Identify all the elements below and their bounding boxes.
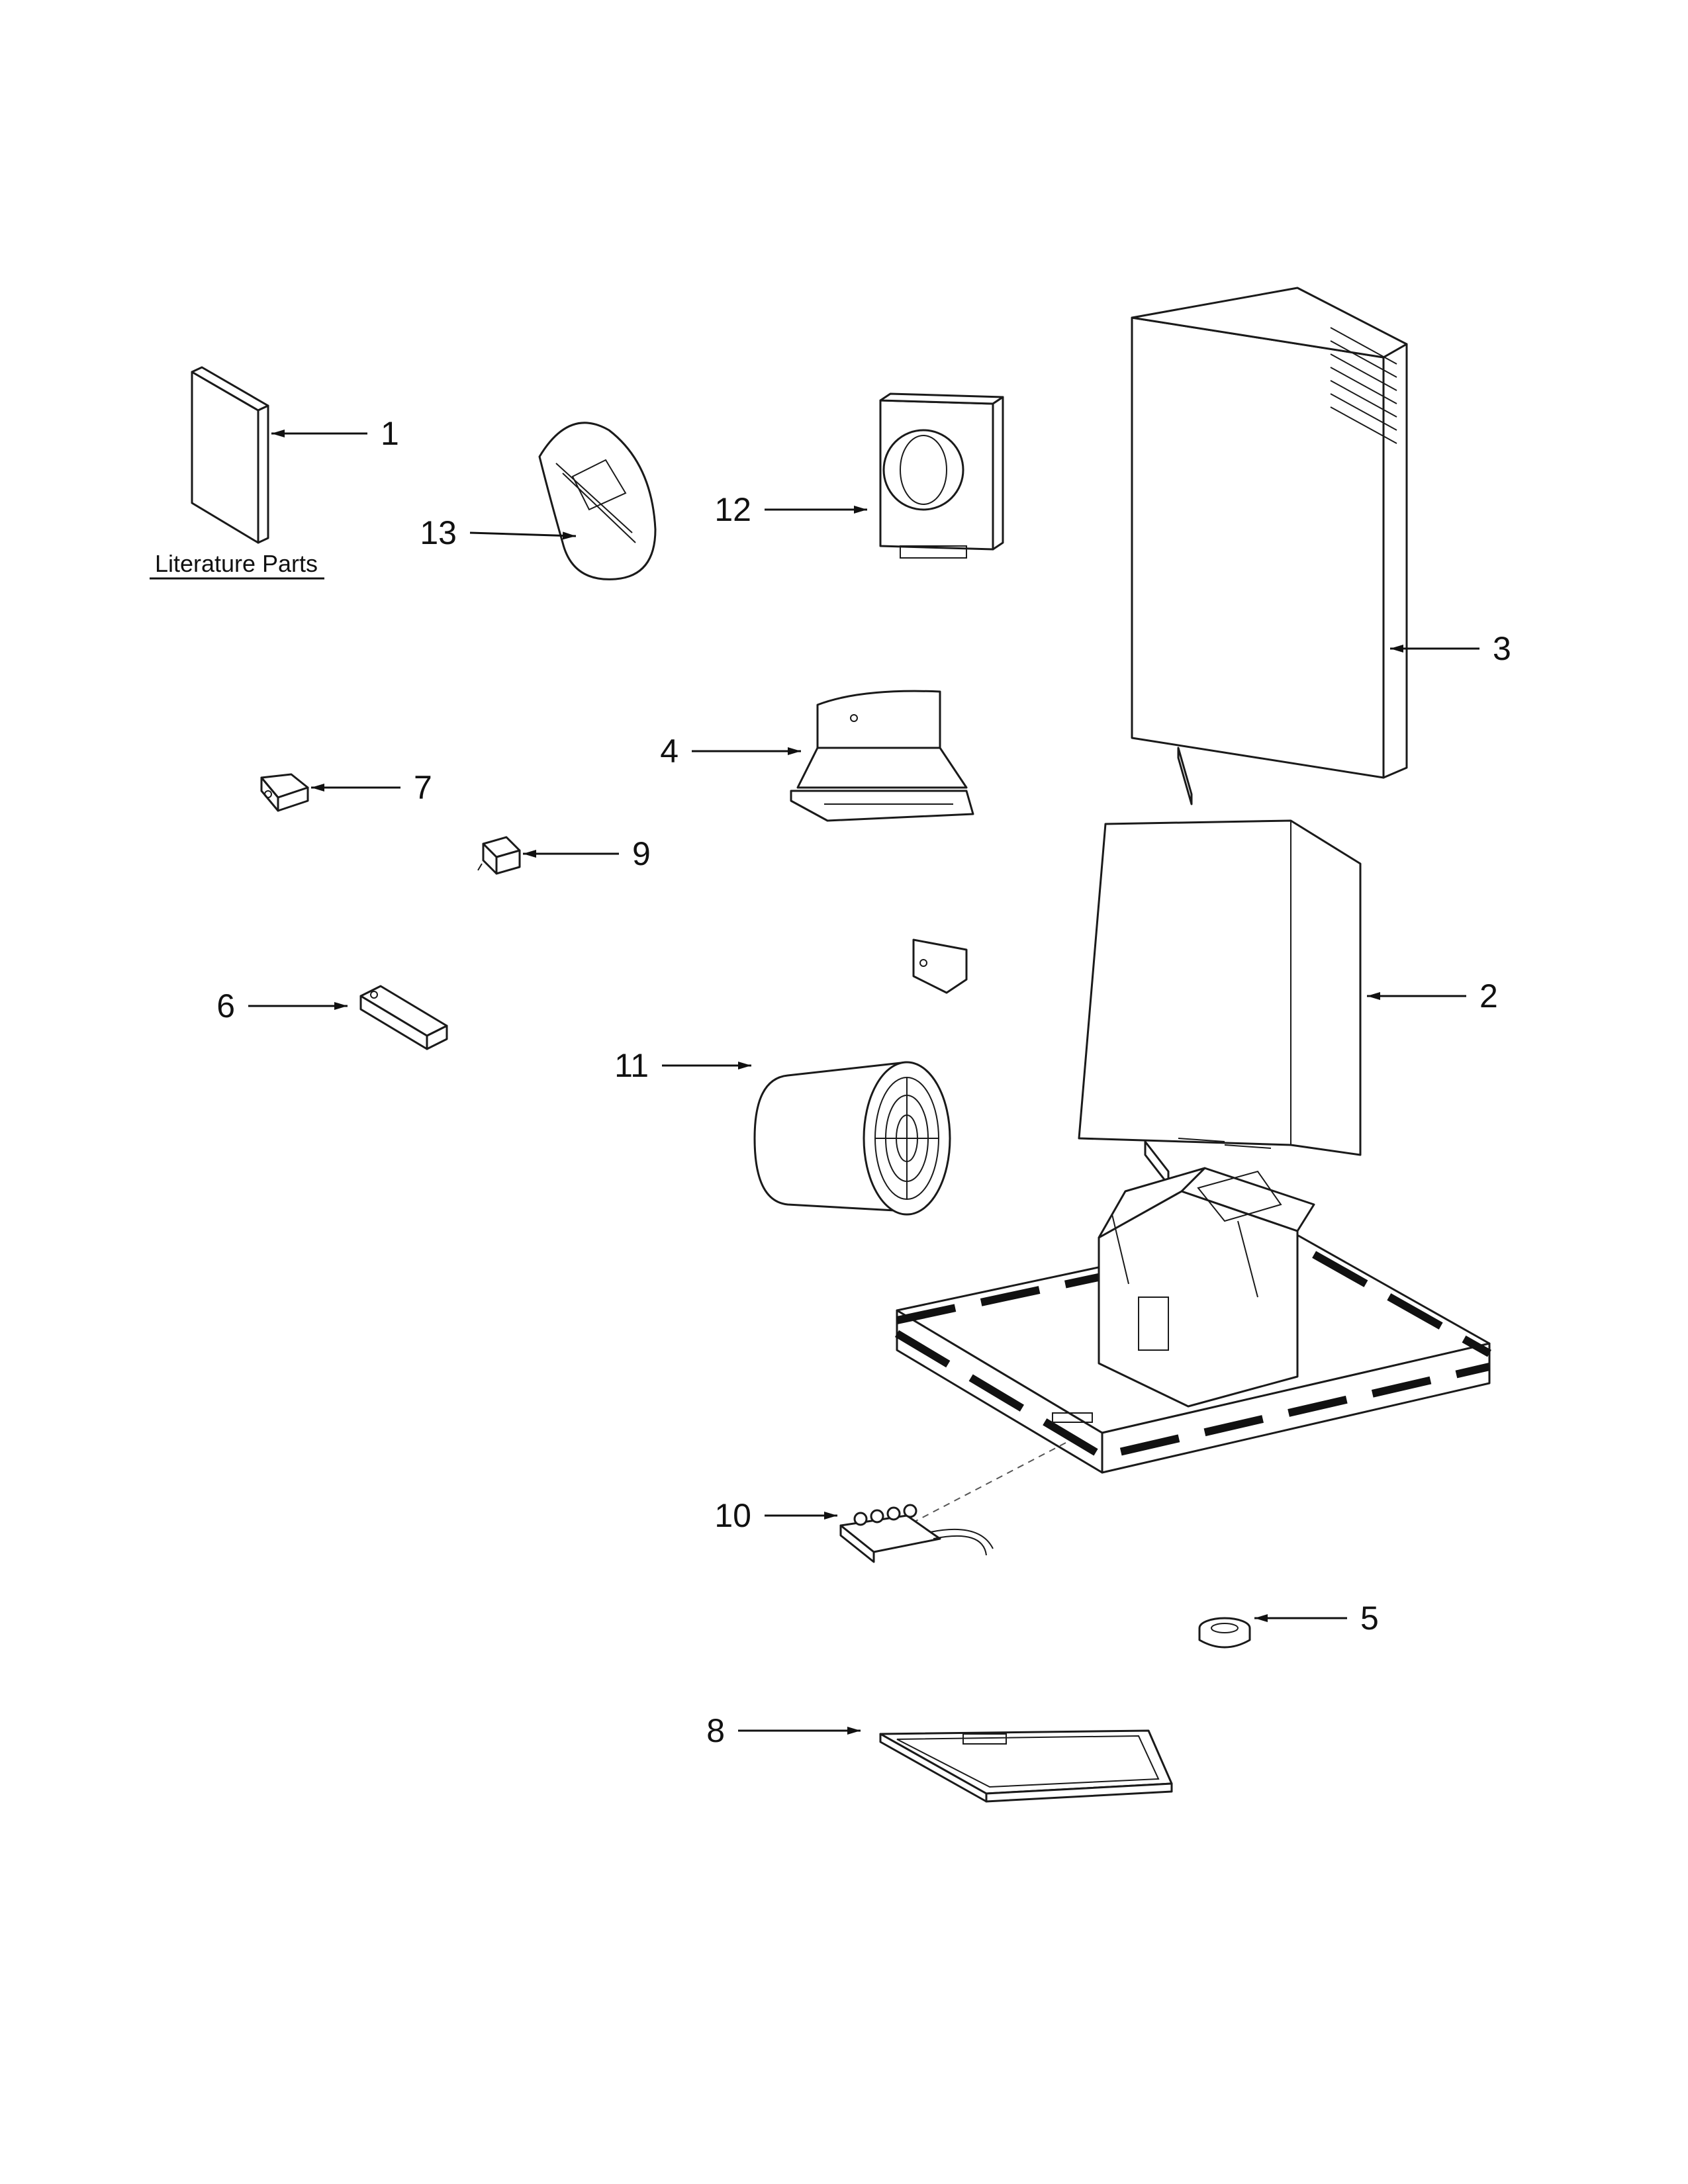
- part-control-board-10[interactable]: [839, 1504, 994, 1563]
- part-lower-chimney-cover[interactable]: [1078, 819, 1362, 1186]
- callout-11: 11: [614, 1047, 649, 1084]
- part-hood-body[interactable]: [894, 1167, 1491, 1474]
- part-duct-transition[interactable]: [790, 690, 974, 822]
- part-blower-assembly[interactable]: [753, 938, 968, 1216]
- vent-slots: [1330, 327, 1397, 444]
- callout-3: 3: [1493, 630, 1511, 667]
- part-switch-9[interactable]: [477, 836, 521, 875]
- callout-5: 5: [1360, 1600, 1379, 1637]
- callout-4: 4: [660, 733, 679, 770]
- part-grease-filter-8[interactable]: [879, 1729, 1173, 1803]
- callout-8: 8: [706, 1712, 725, 1749]
- callout-2: 2: [1479, 978, 1498, 1015]
- part-led-driver-6[interactable]: [359, 985, 448, 1050]
- callout-7: 7: [414, 769, 432, 806]
- part-light-lens-5[interactable]: [1198, 1617, 1251, 1649]
- literature-parts-caption: Literature Parts: [155, 550, 318, 577]
- part-mounting-bracket-bag[interactable]: [538, 422, 657, 580]
- callout-arrows: [248, 430, 1479, 1735]
- part-capacitor-7[interactable]: [260, 773, 309, 812]
- callout-6: 6: [216, 987, 235, 1024]
- callout-1: 1: [381, 415, 399, 452]
- part-literature-booklet[interactable]: [191, 366, 269, 544]
- callout-9: 9: [632, 835, 651, 872]
- part-upper-chimney-cover[interactable]: [1131, 287, 1408, 805]
- callout-13: 13: [420, 514, 457, 551]
- part-duct-adapter-box[interactable]: [879, 392, 1004, 559]
- callout-10: 10: [714, 1497, 751, 1534]
- callout-12: 12: [714, 491, 751, 528]
- connector-line-10: [913, 1442, 1066, 1523]
